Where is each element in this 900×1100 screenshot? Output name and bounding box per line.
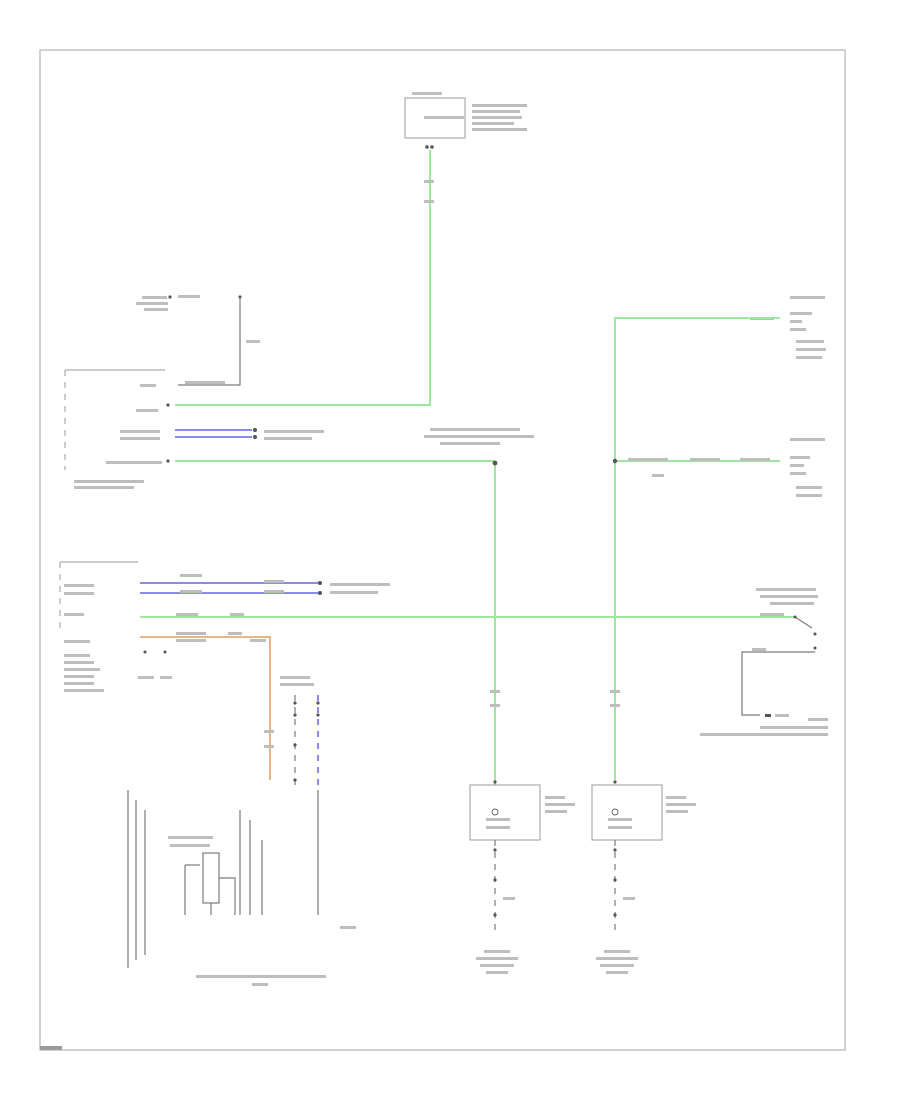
wire-right-vertical (614, 317, 780, 780)
page-id-mark (40, 1046, 62, 1050)
rear-left-sensor-component (136, 295, 242, 311)
diagram-frame (39, 49, 846, 1051)
wire-ecm-orange (140, 636, 271, 780)
transmission-control-module (127, 790, 356, 986)
position-switch-component (700, 588, 828, 736)
wire-meter-green (175, 150, 431, 406)
body-control-module (64, 369, 170, 489)
wire-sensor-black (178, 297, 241, 386)
combination-meter-component (404, 92, 527, 149)
joint-connector (280, 676, 314, 790)
left-lamp-component (469, 780, 575, 974)
engine-control-module (59, 561, 172, 692)
right-lamp-component (591, 780, 696, 974)
right-top-sensor-component (750, 296, 826, 359)
right-mid-sensor-component (790, 438, 825, 497)
